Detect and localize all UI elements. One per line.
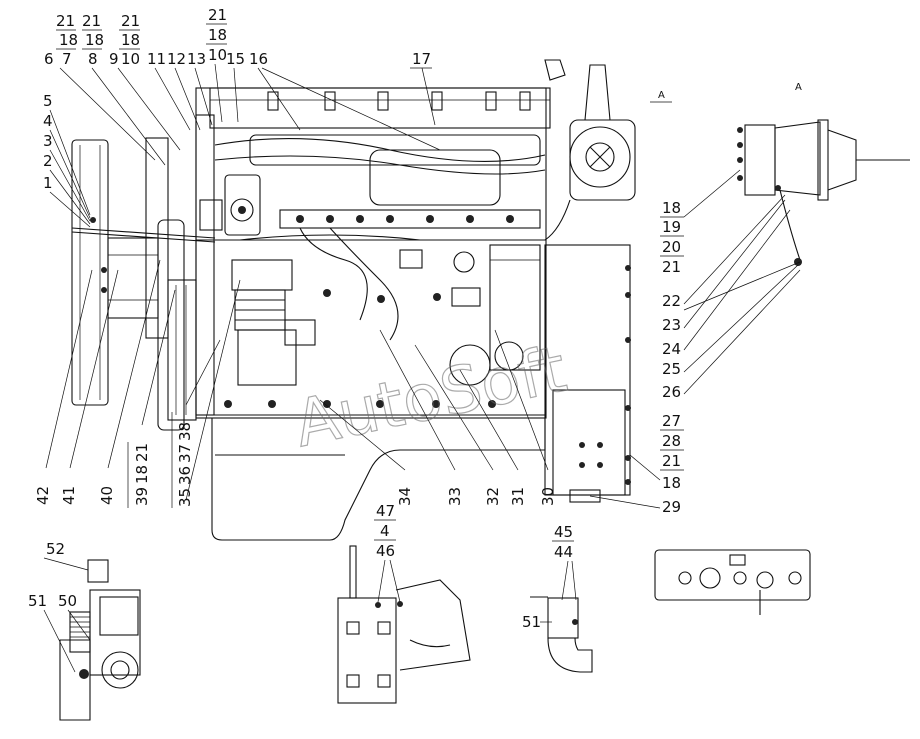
turbocharger (544, 59, 636, 503)
callout-21g: 21 (133, 443, 151, 462)
callout-5: 5 (43, 92, 53, 110)
callout-18b: 18 (85, 31, 104, 49)
engine-main-view (71, 59, 636, 541)
callout-21d: 21 (208, 6, 227, 24)
callout-21a: 21 (56, 12, 75, 30)
view-label-right: A (795, 82, 802, 93)
fan (71, 139, 159, 406)
callout-18c: 18 (121, 31, 140, 49)
callout-18f: 18 (662, 474, 681, 492)
callout-7: 7 (62, 50, 72, 68)
engine-block (195, 87, 551, 541)
callout-18g: 18 (133, 465, 151, 484)
callout-10b: 10 (208, 46, 227, 64)
callout-8: 8 (88, 50, 98, 68)
callout-17: 17 (412, 50, 431, 68)
callout-33: 33 (446, 487, 464, 506)
callout-13: 13 (187, 50, 206, 68)
watermark-text: AutoSoft (288, 333, 572, 463)
callout-28: 28 (662, 432, 681, 450)
callout-15: 15 (226, 50, 245, 68)
air-compressor (231, 259, 316, 386)
callout-44: 44 (554, 543, 573, 561)
callout-51b: 51 (522, 613, 541, 631)
fuel-lines (239, 215, 514, 341)
callout-37: 37 (176, 444, 194, 463)
callout-34: 34 (396, 487, 414, 506)
callout-18d: 18 (208, 26, 227, 44)
callout-29: 29 (662, 498, 681, 516)
callout-46: 46 (376, 542, 395, 560)
callout-3: 3 (43, 132, 53, 150)
callout-21c: 21 (121, 12, 140, 30)
callout-10a: 10 (121, 50, 140, 68)
callout-26: 26 (662, 383, 681, 401)
callout-39: 39 (133, 487, 151, 506)
callout-1: 1 (43, 174, 53, 192)
callout-22: 22 (662, 292, 681, 310)
pulley-assembly (71, 137, 216, 431)
callout-11: 11 (147, 50, 166, 68)
callout-21f: 21 (662, 452, 681, 470)
callout-20: 20 (662, 238, 681, 256)
callout-47: 47 (376, 502, 395, 520)
callout-18e: 18 (662, 199, 681, 217)
callout-51a: 51 (28, 592, 47, 610)
callout-31: 31 (509, 487, 527, 506)
callout-12: 12 (167, 50, 186, 68)
callout-21b: 21 (82, 12, 101, 30)
callout-50: 50 (58, 592, 77, 610)
detail-valve-cover (654, 549, 811, 615)
callout-23: 23 (662, 316, 681, 334)
callout-52: 52 (46, 540, 65, 558)
detail-elbow (530, 596, 593, 673)
detail-thermostat (59, 559, 141, 721)
callout-labels: 21 18 7 21 18 8 21 18 10 21 18 10 6 9 11… (28, 6, 801, 673)
detail-bracket (337, 545, 471, 704)
view-label-left: A (658, 90, 665, 101)
callout-18a: 18 (59, 31, 78, 49)
callout-36: 36 (176, 466, 194, 485)
callout-19: 19 (662, 218, 681, 236)
injector-row (267, 91, 531, 111)
callout-4a: 4 (43, 112, 53, 130)
callout-45: 45 (554, 523, 573, 541)
callout-27: 27 (662, 412, 681, 430)
bottom-callouts: 42 41 40 21 18 39 38 37 36 35 34 33 32 3… (34, 259, 557, 508)
callout-40: 40 (98, 486, 116, 505)
callout-32: 32 (484, 487, 502, 506)
callout-38: 38 (176, 422, 194, 441)
callout-4b: 4 (380, 522, 390, 540)
callout-9: 9 (109, 50, 119, 68)
detail-a-view: A A (650, 82, 910, 266)
callout-2: 2 (43, 152, 53, 170)
callout-35: 35 (176, 488, 194, 507)
callout-21e: 21 (662, 258, 681, 276)
callout-30: 30 (539, 487, 557, 506)
callout-6: 6 (44, 50, 54, 68)
callout-25: 25 (662, 360, 681, 378)
callout-24: 24 (662, 340, 681, 358)
callout-41: 41 (60, 486, 78, 505)
callout-42: 42 (34, 486, 52, 505)
callout-16: 16 (249, 50, 268, 68)
